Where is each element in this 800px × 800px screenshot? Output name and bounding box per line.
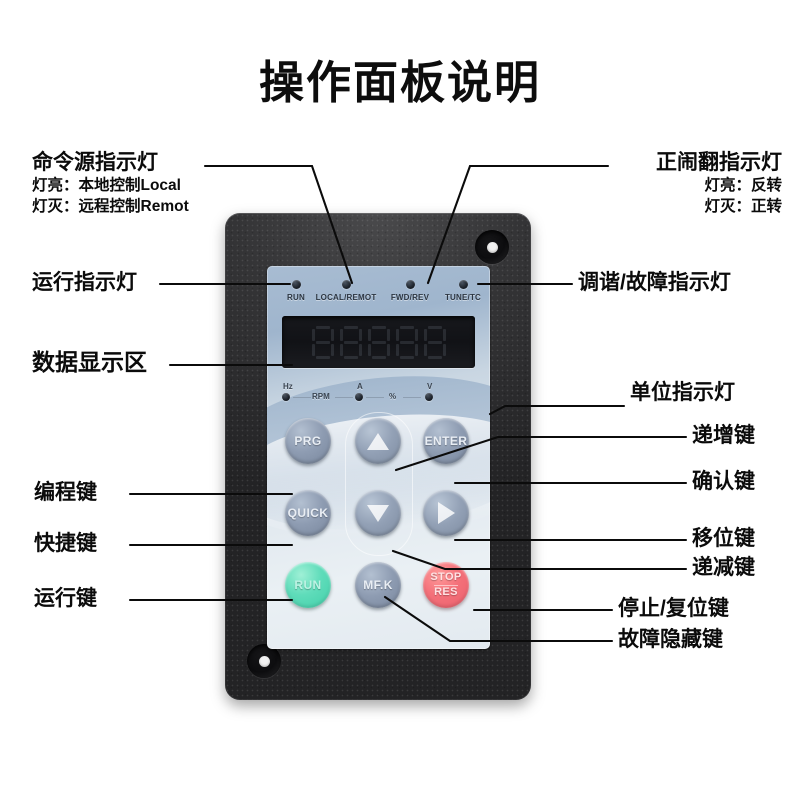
led-indicator-fwd-rev: [405, 280, 415, 289]
leader-decrement-key: [391, 549, 688, 571]
button-quick[interactable]: QUICK: [285, 490, 331, 536]
led-indicator-v: [425, 393, 433, 401]
arrow-cluster-outline: [345, 412, 413, 556]
leader-fwd-rev: [426, 164, 610, 285]
status-led-label: LOCAL/REMOT: [315, 293, 377, 302]
triangle-up-icon: [367, 432, 389, 450]
status-led-run: RUN: [271, 280, 321, 302]
annotation-shortcut-key: 快捷键: [34, 532, 97, 555]
unit-label-v: V: [427, 382, 433, 391]
status-led-local-remot: LOCAL/REMOT: [310, 280, 382, 302]
button-label: ENTER: [424, 434, 468, 448]
annotation-decrement-key: 递减键: [692, 556, 755, 579]
unit-label-percent: %: [389, 392, 397, 401]
panel-faceplate: RUN LOCAL/REMOT FWD/REV TUNE/TC: [267, 266, 490, 649]
leader-unit-indicator: [488, 404, 626, 416]
annotation-unit-indicator: 单位指示灯: [630, 381, 735, 404]
annotation-fault-hide: 故障隐藏键: [618, 628, 723, 651]
annotation-tune-fault: 调谐/故障指示灯: [578, 271, 731, 294]
annotation-shift-key: 移位键: [692, 527, 755, 550]
unit-indicator-row: Hz RPM A % V: [277, 382, 480, 408]
annotation-run-key: 运行键: [34, 587, 97, 610]
button-label: QUICK: [287, 506, 329, 520]
leader-increment-key: [394, 435, 688, 472]
triangle-right-icon: [437, 502, 455, 524]
led-indicator-tune-tc: [458, 280, 468, 289]
led-indicator-hz: [282, 393, 290, 401]
mounting-hole-top-right: [475, 230, 509, 264]
button-mfk[interactable]: MF.K: [355, 562, 401, 608]
status-led-row: RUN LOCAL/REMOT FWD/REV TUNE/TC: [267, 274, 490, 318]
status-led-label: RUN: [287, 293, 305, 302]
display-digit: [423, 325, 446, 359]
page-title: 操作面板说明: [258, 57, 541, 108]
annotation-fwd-rev: 正闹翻指示灯 灯亮：反转 灯灭：正转: [656, 151, 782, 215]
leader-command-source: [203, 164, 354, 285]
button-prg[interactable]: PRG: [285, 418, 331, 464]
led-indicator-local-remot: [341, 280, 351, 289]
annotation-run-indicator: 运行指示灯: [32, 271, 137, 294]
display-digit: [311, 325, 334, 359]
led-indicator-a: [355, 393, 363, 401]
button-label: MF.K: [363, 578, 393, 592]
annotation-stop-reset: 停止/复位键: [618, 597, 729, 620]
unit-label-hz: Hz: [283, 382, 293, 391]
leader-fault-hide: [383, 595, 614, 643]
button-label: RUN: [294, 578, 322, 592]
display-digit: [339, 325, 362, 359]
button-enter[interactable]: ENTER: [423, 418, 469, 464]
mounting-hole-bottom-left: [247, 644, 281, 678]
keypad: PRG ENTER QUICK RUN MF.K STOP RES: [267, 412, 490, 649]
unit-label-rpm: RPM: [312, 392, 330, 401]
annotation-command-source: 命令源指示灯 灯亮：本地控制Local 灯灭：远程控制Remot: [32, 151, 189, 215]
button-label: STOP: [430, 571, 462, 584]
status-led-tune-tc: TUNE/TC: [436, 280, 490, 302]
display-digit: [395, 325, 418, 359]
data-display: [282, 316, 475, 368]
led-indicator-run: [291, 280, 301, 289]
annotation-increment-key: 递增键: [692, 424, 755, 447]
display-digit: [367, 325, 390, 359]
status-led-label: FWD/REV: [390, 293, 430, 302]
button-up[interactable]: [355, 418, 401, 464]
annotation-confirm-key: 确认键: [692, 470, 755, 493]
triangle-down-icon: [367, 504, 389, 522]
annotation-program-key: 编程键: [34, 481, 97, 504]
status-led-fwd-rev: FWD/REV: [379, 280, 441, 302]
button-down[interactable]: [355, 490, 401, 536]
status-led-label: TUNE/TC: [444, 293, 482, 302]
button-label: PRG: [294, 434, 322, 448]
unit-label-a: A: [357, 382, 363, 391]
button-label-secondary: RES: [434, 584, 458, 598]
annotation-data-display: 数据显示区: [32, 349, 147, 375]
button-shift[interactable]: [423, 490, 469, 536]
